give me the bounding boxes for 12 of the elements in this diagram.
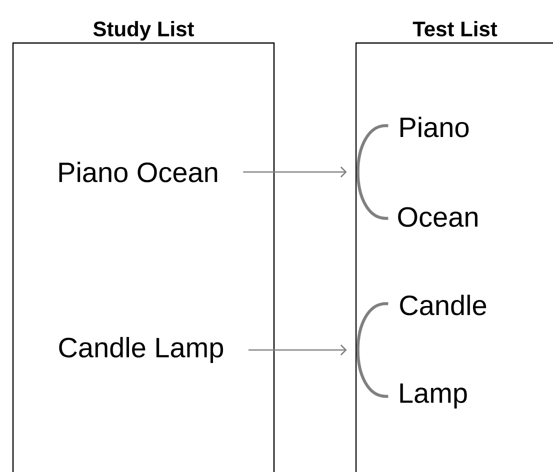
word: Candle Lamp <box>59 336 224 364</box>
arrow <box>248 344 347 356</box>
word: Piano Ocean <box>59 162 218 182</box>
word: Lamp <box>400 383 467 409</box>
bracket <box>356 124 388 220</box>
word: Candle <box>400 294 486 316</box>
word: Piano <box>400 116 469 138</box>
word: Ocean <box>398 207 478 227</box>
node-label: Test List <box>412 20 498 36</box>
arrow <box>243 166 347 178</box>
node-label: Study List <box>93 20 194 41</box>
bracket <box>356 302 388 398</box>
